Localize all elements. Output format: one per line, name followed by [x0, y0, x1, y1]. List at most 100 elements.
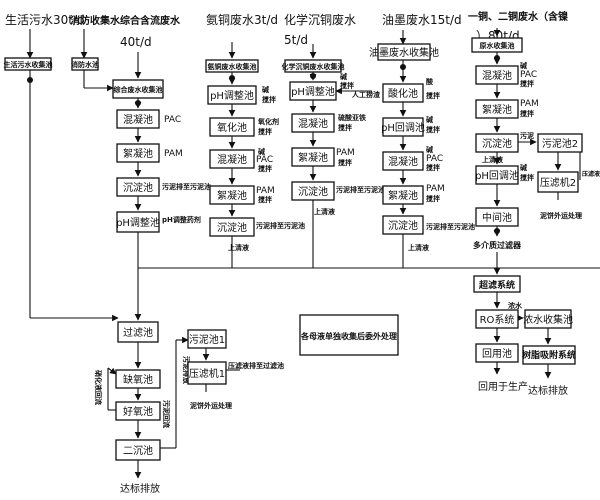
col-mixed: 综合废水收集池 混凝池 PAC 絮凝池 PAM 沉淀池 污泥排至污泥池 pH调整…	[112, 79, 211, 233]
ammonia-pac: PAC	[256, 155, 273, 165]
oil-overflow: 上清液	[408, 243, 430, 252]
domestic-tank: 生活污水收集池	[4, 60, 53, 69]
nickel-pac: PAC	[520, 70, 537, 80]
ammonia-overflow: 上清液	[228, 243, 250, 252]
nickel-sludge: 污泥	[520, 131, 534, 140]
fire-tank: 消防水池	[71, 60, 99, 69]
stream-fire: 消防收集水	[70, 14, 121, 27]
nickel-discharge: 达标排放	[528, 384, 568, 397]
oil-tank: 油墨废水收集池	[369, 46, 439, 59]
nickel-mmf: 多介质过滤器	[473, 240, 522, 250]
oil-floc: 絮凝池	[388, 189, 418, 202]
nickel-filtrate: 压滤液	[582, 170, 600, 178]
chem-sludge-note: 污泥排至污泥池	[336, 185, 385, 194]
bottom-anox: 缺氧池	[123, 373, 153, 386]
oil-settle: 沉淀池	[388, 219, 418, 232]
mixed-sludge-note: 污泥排至污泥池	[162, 182, 211, 191]
nickel-tank: 原水收集池	[480, 41, 515, 50]
ammonia-floc: 絮凝池	[217, 189, 247, 202]
nickel-sludge-tank: 污泥池2	[542, 137, 578, 150]
ammonia-oxid: 氧化池	[217, 121, 247, 134]
oil-base-2: 碱	[426, 145, 433, 154]
chem-stir-2: 搅拌	[338, 123, 352, 132]
ammonia-tank: 氨铜废水收集池	[208, 62, 257, 71]
oil-ph: pH回调池	[381, 121, 425, 134]
bottom-filter: 过滤池	[123, 326, 153, 339]
ammonia-stir-2: 搅拌	[258, 127, 272, 136]
nickel-conc: 浓水收集池	[523, 313, 573, 326]
stream-headers: 生活污水30t/d 消防收集水 综合含流废水 40t/d 氨铜废水3t/d 化学…	[5, 10, 568, 49]
bottom-cake: 泥饼外运处理	[190, 401, 232, 410]
connector-lines	[26, 28, 600, 479]
ammonia-settle: 沉淀池	[217, 221, 247, 234]
mixed-ph-dose: pH调整药剂	[162, 215, 201, 224]
nickel-stir-3: 搅拌	[520, 173, 534, 182]
mixed-tank: 综合废水收集池	[114, 85, 163, 94]
chem-base: 碱	[340, 72, 347, 81]
bottom-train: 过滤池 缺氧池 好氧池 二沉池 达标排放 硝化液回流 污泥回流 污泥排放 污泥池…	[94, 321, 284, 495]
nickel-cake: 泥饼外运处理	[540, 211, 582, 220]
stream-chem-copper: 化学沉铜废水	[284, 12, 356, 27]
ammonia-oxidant: 氧化剂	[257, 117, 279, 126]
nickel-uf: 超滤系统	[478, 279, 515, 291]
col-fire: 消防水池	[71, 57, 99, 71]
bottom-reflux: 硝化液回流	[94, 370, 103, 405]
bottom-press: 压滤机1	[189, 367, 225, 380]
chem-pam: PAM	[336, 148, 355, 158]
nickel-floc: 絮凝池	[482, 103, 512, 116]
bottom-press-note: 压滤液排至过滤池	[228, 361, 284, 370]
oil-acid: 酸化池	[388, 87, 418, 100]
nickel-reuse: 回用池	[482, 347, 512, 360]
ammonia-base: 碱	[262, 85, 269, 94]
col-ammonia: 氨铜废水收集池 pH调整池 碱 搅拌 氧化池 氧化剂 搅拌 混凝池 碱 PAC …	[205, 59, 305, 252]
nickel-stir-1: 搅拌	[520, 79, 534, 88]
mixed-floc: 絮凝池	[123, 147, 153, 160]
nickel-settle: 沉淀池	[482, 137, 512, 150]
stream-mixed-rate: 40t/d	[120, 35, 152, 49]
stream-nickel-a: 一铜、二铜废水（含镍	[468, 10, 568, 23]
chem-manual: 人工捞渣	[352, 90, 381, 99]
stream-mixed: 综合含流废水	[120, 14, 181, 27]
bottom-sludge-side: 污泥排放	[182, 356, 191, 385]
chem-stir-3: 搅拌	[338, 158, 352, 167]
stream-ammonia: 氨铜废水3t/d	[206, 12, 278, 27]
ammonia-pam: PAM	[256, 186, 275, 196]
nickel-mid: 中间池	[482, 211, 512, 224]
ammonia-base-2: 碱	[258, 147, 265, 156]
nickel-overflow: 上清液	[482, 155, 504, 164]
oil-acid-dose: 酸	[426, 77, 434, 86]
ammonia-stir-3: 搅拌	[258, 164, 272, 173]
oil-stir-2: 搅拌	[426, 125, 440, 134]
mixed-settle: 沉淀池	[123, 181, 153, 194]
oil-sludge-note: 污泥排至污泥池	[426, 222, 475, 231]
oil-stir-4: 搅拌	[426, 194, 440, 203]
bottom-sludge-reflux: 污泥回流	[162, 400, 171, 428]
nickel-base: 碱	[520, 61, 527, 70]
col-chem: 化学沉铜废水收集池 pH调整池 碱 搅拌 人工捞渣 混凝池 硫酸亚铁 搅拌 絮凝…	[282, 59, 385, 216]
oil-base: 碱	[426, 115, 433, 124]
mixed-pac: PAC	[164, 115, 181, 125]
oil-stir-3: 搅拌	[426, 163, 440, 172]
nickel-ro: RO系统	[480, 313, 515, 326]
bottom-discharge: 达标排放	[120, 482, 160, 495]
oil-pac: PAC	[426, 154, 443, 164]
bottom-aer: 好氧池	[123, 405, 153, 418]
oil-mix: 混凝池	[388, 155, 418, 168]
chem-settle: 沉淀池	[298, 185, 328, 198]
nickel-ph: pH回调池	[475, 169, 519, 182]
note-box: 各母液单独收集后委外处理	[299, 314, 399, 356]
nickel-base-2: 碱	[520, 163, 527, 172]
ammonia-ph: pH调整池	[210, 89, 254, 102]
nickel-stir-2: 搅拌	[520, 109, 534, 118]
stream-chem-copper-rate: 5t/d	[284, 33, 308, 47]
nickel-reuse-text: 回用于生产	[478, 380, 528, 393]
ammonia-stir-1: 搅拌	[262, 95, 276, 104]
chem-stir-1: 搅拌	[340, 81, 354, 90]
chem-overflow: 上清液	[314, 207, 336, 216]
bottom-sludge-tank: 污泥池1	[189, 333, 225, 346]
nickel-press: 压滤机2	[540, 176, 576, 189]
nickel-mix: 混凝池	[482, 69, 512, 82]
mixed-pam: PAM	[164, 149, 183, 159]
ammonia-stir-4: 搅拌	[258, 195, 272, 204]
